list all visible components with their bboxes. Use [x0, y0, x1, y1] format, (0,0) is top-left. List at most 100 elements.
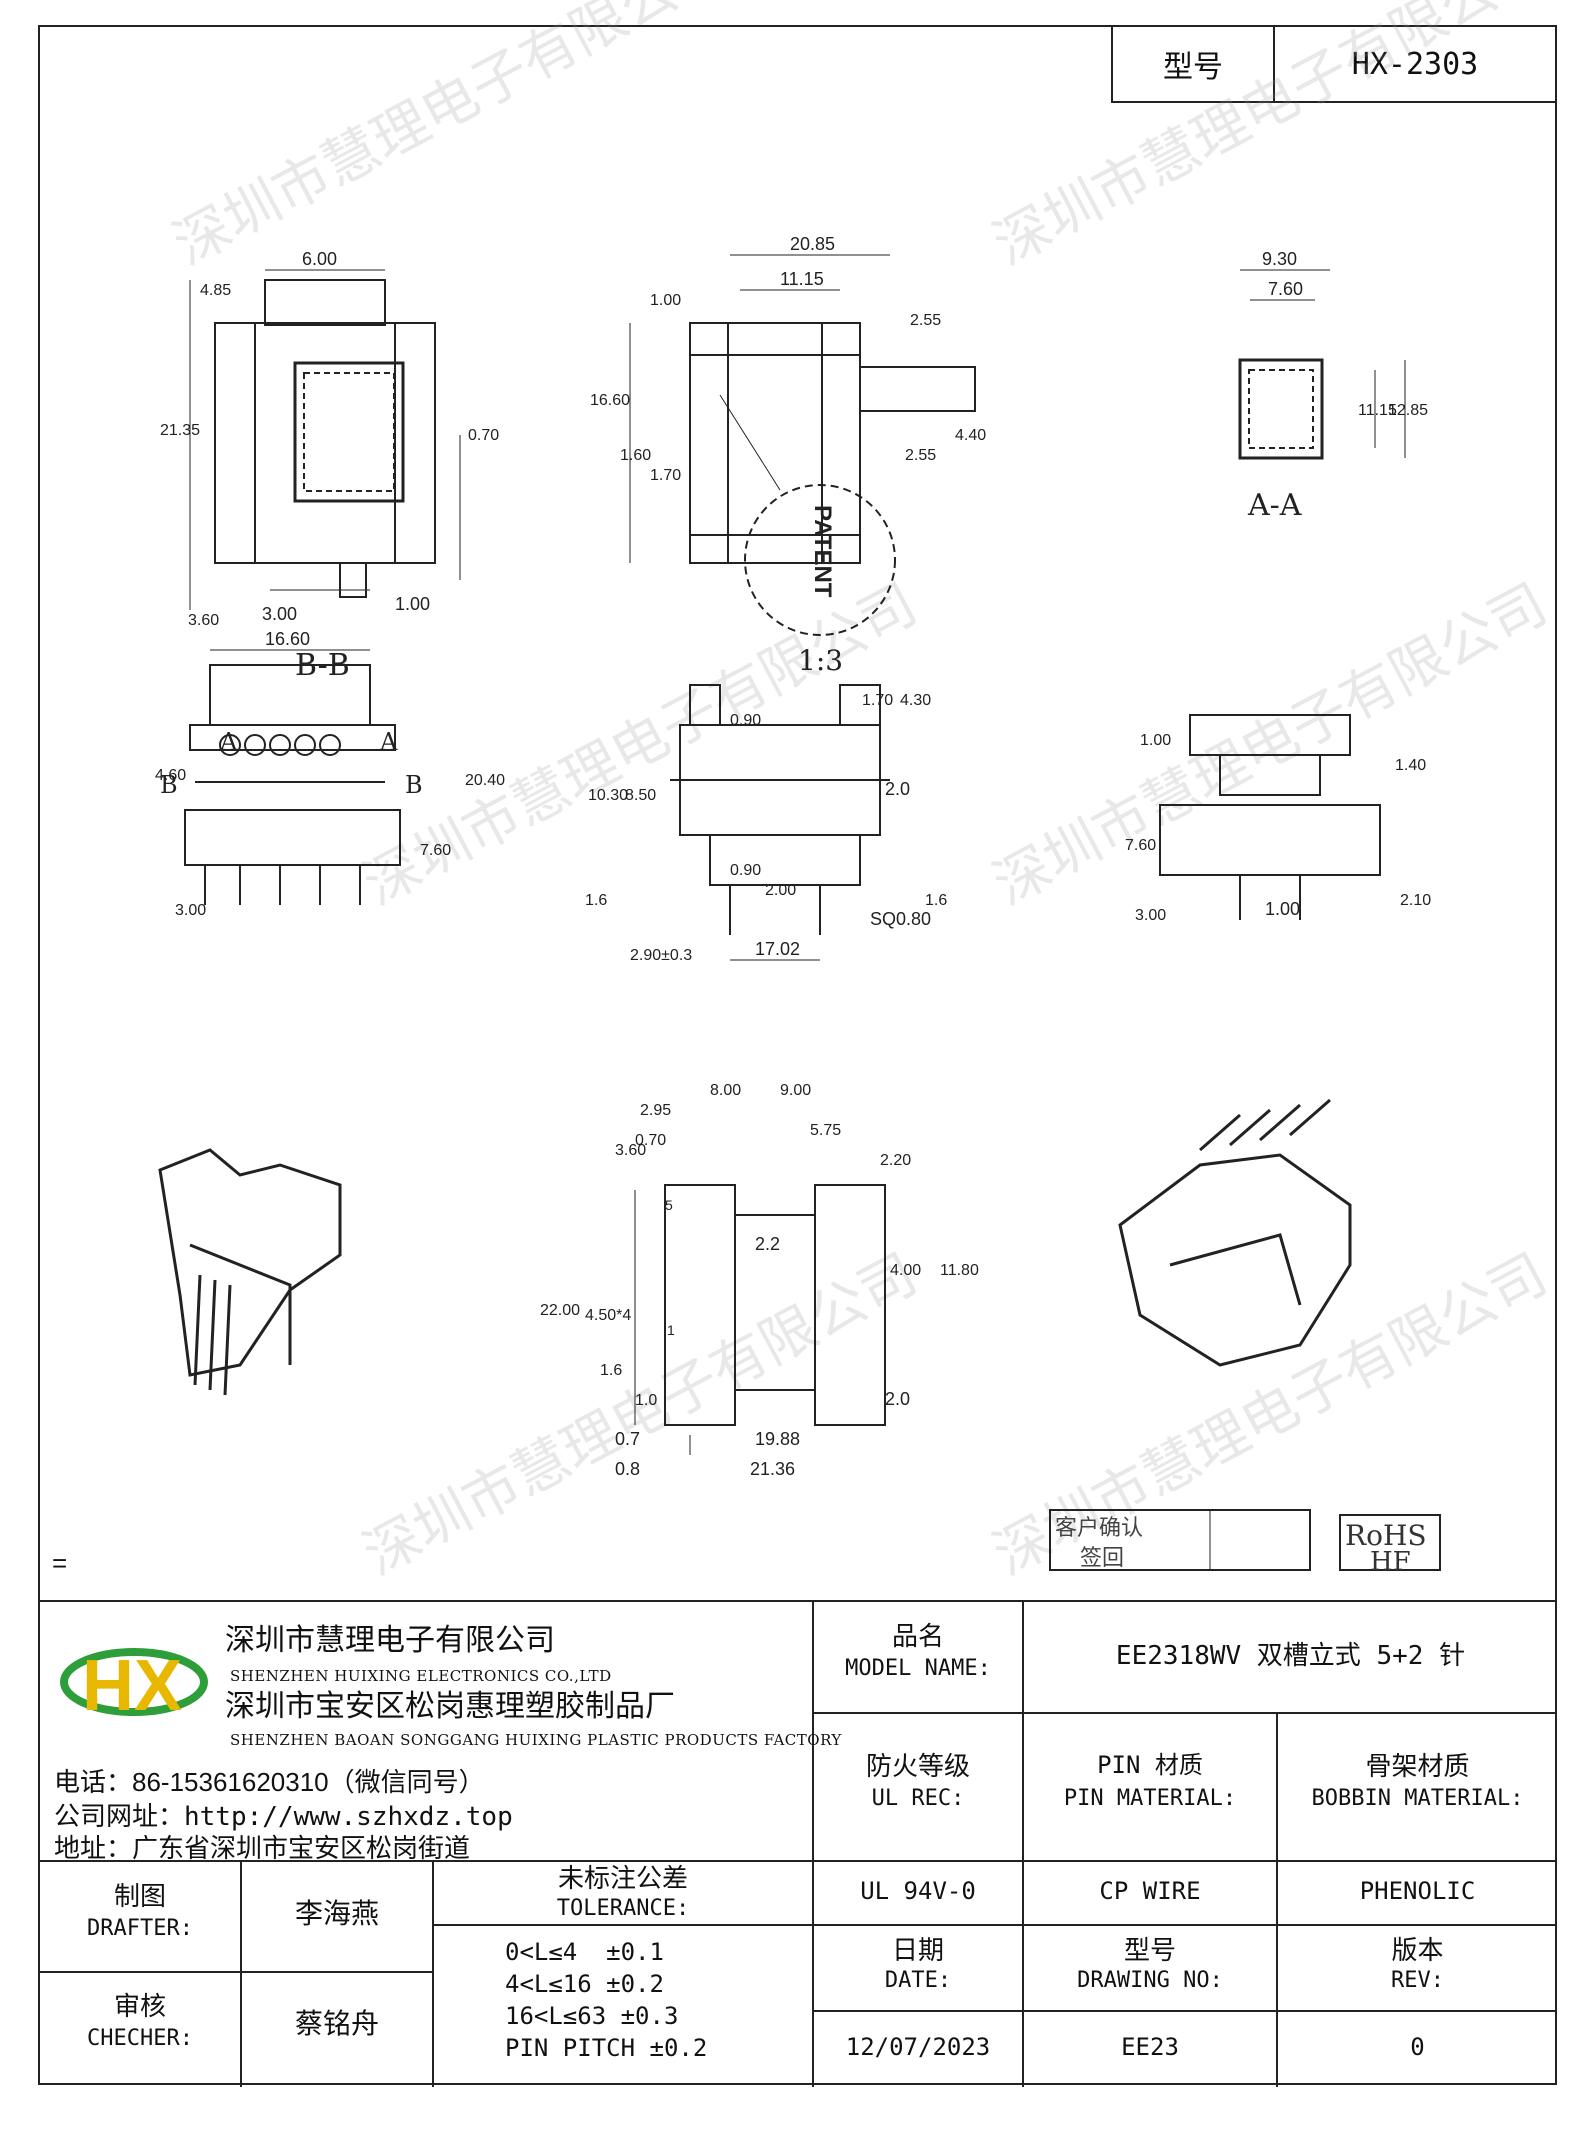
phone-text: 电话：86-15361620310（微信同号） — [54, 1767, 485, 1797]
bobbin-material-label-en: BOBBIN MATERIAL: — [1311, 1786, 1524, 1811]
dim-label: 1.6 — [600, 1362, 622, 1379]
model-number-value: HX-2303 — [1351, 46, 1479, 82]
dim-label: 0.70 — [468, 427, 499, 444]
dim-label: 4.85 — [200, 282, 231, 299]
dim-label: 19.88 — [755, 1429, 800, 1449]
date-value: 12/07/2023 — [845, 2033, 991, 2061]
section-marker-a: A — [219, 728, 238, 756]
dim-label: 11.80 — [940, 1262, 979, 1279]
drawing-no-label-cn: 型号 — [1123, 1935, 1176, 1965]
company1-name-en: SHENZHEN HUIXING ELECTRONICS CO.,LTD — [230, 1667, 612, 1685]
dim-label: 3.60 — [188, 612, 219, 629]
dim-label: 4.00 — [890, 1262, 921, 1279]
dim-label: 1.40 — [1395, 757, 1426, 774]
hf-text: HF — [1370, 1547, 1411, 1575]
company2-name-cn: 深圳市宝安区松岗惠理塑胶制品厂 — [225, 1690, 675, 1723]
ul-rec-label-en: UL REC: — [871, 1786, 965, 1811]
dim-label: 7.60 — [1125, 837, 1156, 854]
dim-label: 1.70 — [650, 467, 681, 484]
customer-confirm-text: 客户确认 — [1055, 1516, 1143, 1541]
dim-label: 16.60 — [590, 392, 630, 409]
dim-label: 2.10 — [1400, 892, 1431, 909]
dim-label: 11.15 — [1358, 402, 1397, 419]
rev-label-en: REV: — [1391, 1968, 1444, 1993]
dim-label: 20.85 — [790, 234, 835, 254]
equals-mark: = — [52, 1548, 68, 1578]
logo-letters: HX — [82, 1646, 182, 1726]
dim-label: 3.00 — [1135, 907, 1166, 924]
dim-label: 12.85 — [1388, 402, 1428, 419]
checker-label-cn: 审核 — [113, 1991, 166, 2021]
tolerance-line: 16<L≤63 ±0.3 — [505, 2002, 679, 2030]
dim-label: 2.95 — [640, 1102, 671, 1119]
detail-scale-label: 1:3 — [798, 644, 843, 677]
dim-label: SQ0.80 — [870, 909, 931, 929]
technical-drawing: 6.00 4.85 21.35 3.60 3.00 1.00 0.70 B-B … — [155, 234, 1441, 1575]
dim-label: 8.50 — [625, 787, 656, 804]
dim-label: 2.2 — [755, 1234, 780, 1254]
view-elevation: 0.90 1.70 4.30 10.30 8.50 2.0 0.90 2.00 … — [585, 684, 947, 964]
view-side-right: 1.00 1.40 7.60 3.00 1.00 2.10 — [1125, 714, 1431, 924]
view-iso-left — [158, 1148, 342, 1396]
rev-label-cn: 版本 — [1391, 1935, 1444, 1965]
bobbin-material-value: PHENOLIC — [1359, 1877, 1476, 1905]
dim-label: 2.90±0.3 — [630, 947, 692, 964]
view-section-bb: 6.00 4.85 21.35 3.60 3.00 1.00 0.70 B-B — [160, 249, 499, 683]
rev-value: 0 — [1410, 2033, 1425, 2061]
dim-label: 1.00 — [650, 292, 681, 309]
bobbin-material-label-cn: 骨架材质 — [1365, 1751, 1470, 1781]
dim-label: 2.20 — [880, 1152, 911, 1169]
website-text: 公司网址：http://www.szhxdz.top — [54, 1802, 513, 1832]
view-section-aa: 9.30 7.60 11.15 12.85 A-A — [1238, 249, 1428, 523]
dim-label: 4.50*4 — [585, 1307, 631, 1324]
dim-label: 1.0 — [635, 1392, 657, 1409]
drafter-label-en: DRAFTER: — [87, 1916, 193, 1941]
view-bottom: 2.95 8.00 9.00 3.60 0.70 5.75 2.20 22.00… — [540, 1082, 979, 1479]
tolerance-line: 0<L≤4 ±0.1 — [505, 1938, 664, 1966]
date-label-en: DATE: — [884, 1968, 952, 1993]
dim-label: 11.15 — [780, 269, 824, 289]
dim-label: 0.90 — [730, 712, 761, 729]
view-label-aa: A-A — [1247, 488, 1302, 523]
dim-label: 6.00 — [302, 249, 337, 269]
dim-label: 9.00 — [780, 1082, 811, 1099]
dim-label: 20.40 — [465, 772, 505, 789]
pin-material-label-cn: PIN 材质 — [1097, 1751, 1203, 1779]
model-name-label-cn: 品名 — [891, 1621, 944, 1651]
company1-name-cn: 深圳市慧理电子有限公司 — [225, 1624, 555, 1657]
model-name-value: EE2318WV 双槽立式 5+2 针 — [1115, 1641, 1466, 1671]
tolerance-line: 4<L≤16 ±0.2 — [505, 1970, 664, 1998]
dim-label: 5.75 — [810, 1122, 841, 1139]
view-front: 20.85 11.15 1.00 2.55 16.60 1.60 1.70 2.… — [590, 234, 986, 677]
pin-number: 1 — [667, 1322, 675, 1338]
tolerance-label-cn: 未标注公差 — [557, 1863, 688, 1893]
ul-rec-value: UL 94V-0 — [860, 1877, 976, 1905]
dim-label: 17.02 — [755, 939, 800, 959]
dim-label: 1.00 — [395, 594, 430, 614]
tolerance-line: PIN PITCH ±0.2 — [505, 2034, 708, 2062]
section-marker-b: B — [160, 771, 178, 799]
checker-name: 蔡铭舟 — [294, 2008, 379, 2039]
view-side-left: 16.60 A A B B 4.60 20.40 7.60 3.00 — [155, 629, 505, 919]
dim-label: 0.8 — [615, 1459, 640, 1479]
section-marker-b: B — [405, 771, 423, 799]
dim-label: 3.00 — [262, 604, 297, 624]
dim-label: 0.90 — [730, 862, 761, 879]
dim-label: 9.30 — [1262, 249, 1297, 269]
dim-label: 2.55 — [905, 447, 936, 464]
dim-label: 10.30 — [588, 787, 628, 804]
dim-label: 1.6 — [585, 892, 607, 909]
ul-rec-label-cn: 防火等级 — [865, 1751, 970, 1781]
dim-label: 3.60 — [615, 1142, 646, 1159]
dim-label: 0.7 — [615, 1429, 640, 1449]
dim-label: 21.35 — [160, 422, 200, 439]
pin-material-label-en: PIN MATERIAL: — [1063, 1786, 1237, 1811]
dim-label: 4.40 — [955, 427, 986, 444]
dim-label: 22.00 — [540, 1302, 580, 1319]
pin-material-value: CP WIRE — [1099, 1877, 1201, 1905]
pin-number: 5 — [665, 1197, 673, 1213]
section-marker-a: A — [379, 728, 398, 756]
dim-label: 2.0 — [885, 1389, 910, 1409]
drafter-name: 李海燕 — [294, 1898, 379, 1929]
checker-label-en: CHECHER: — [87, 2026, 193, 2051]
